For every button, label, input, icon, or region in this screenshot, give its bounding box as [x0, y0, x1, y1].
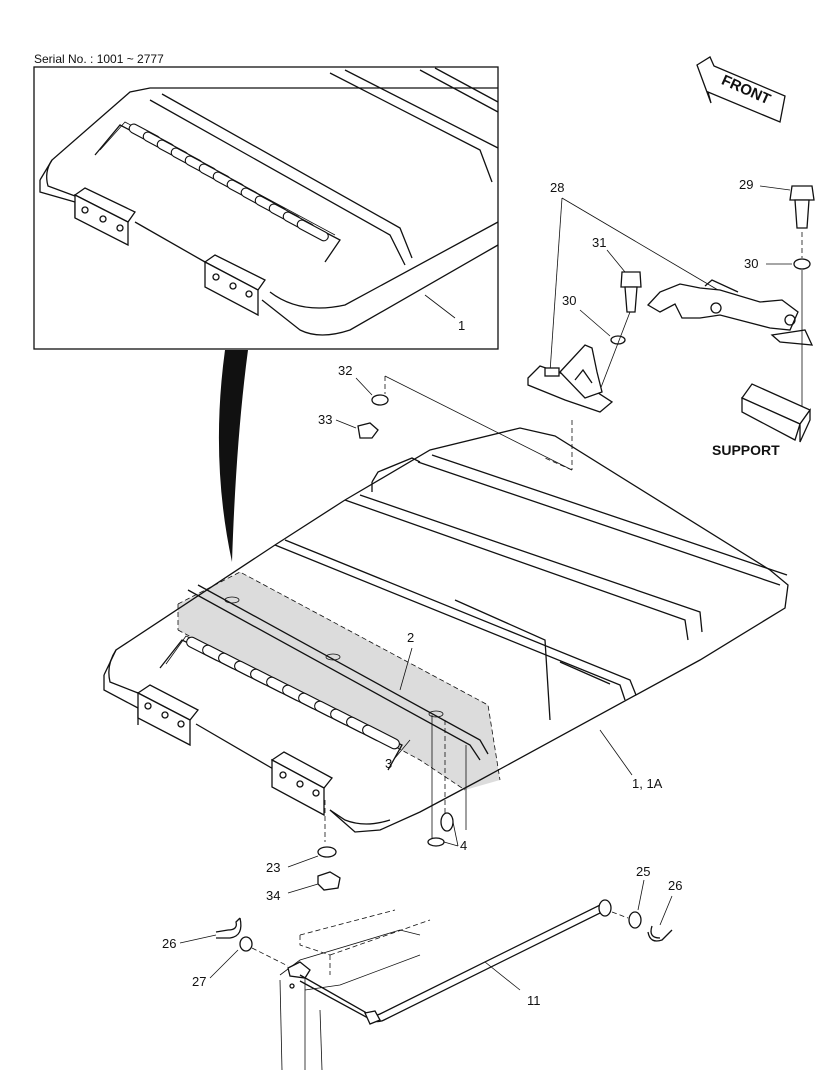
callout-27: 27: [192, 974, 206, 989]
hood-hinge-right: [270, 751, 333, 817]
callout-3: 3: [385, 756, 392, 771]
latch-assembly: 28 31 30 29 30: [527, 177, 815, 458]
callout-23: 23: [266, 860, 280, 875]
callout-26-left: 26: [162, 936, 176, 951]
serial-number-label: Serial No. : 1001 ~ 2777: [34, 52, 164, 66]
callout-31: 31: [592, 235, 606, 250]
callout-32: 32: [338, 363, 352, 378]
callout-26-right: 26: [668, 878, 682, 893]
callout-34: 34: [266, 888, 280, 903]
inset-hinge-left: [73, 187, 136, 247]
inset-hood-detail: 1: [39, 67, 499, 336]
inset-frame: [33, 66, 499, 350]
vent-slots: [186, 636, 400, 750]
callout-4: 4: [460, 838, 467, 853]
callout-1-1a: 1, 1A: [632, 776, 663, 791]
callout-30: 30: [562, 293, 576, 308]
washer-nut-23-34: 23 34: [266, 800, 341, 903]
callout-2: 2: [407, 630, 414, 645]
hood-hinge-left: [136, 684, 200, 747]
callout-25: 25: [636, 864, 650, 879]
support-rod-assembly: 11 26 27 25 26: [162, 864, 682, 1071]
callout-11: 11: [527, 993, 541, 1008]
support-label: SUPPORT: [712, 442, 780, 458]
front-arrow: FRONT: [696, 56, 786, 123]
nut-washer-32-33: 32 33: [318, 363, 573, 471]
callout-33: 33: [318, 412, 332, 427]
main-hood: 2 3 1, 1A 4: [103, 427, 789, 853]
detail-connector: [218, 350, 248, 562]
callout-29: 29: [739, 177, 753, 192]
callout-30b: 30: [744, 256, 758, 271]
callout-28: 28: [550, 180, 564, 195]
inset-hinge-right: [203, 254, 266, 317]
callout-1: 1: [458, 318, 465, 333]
